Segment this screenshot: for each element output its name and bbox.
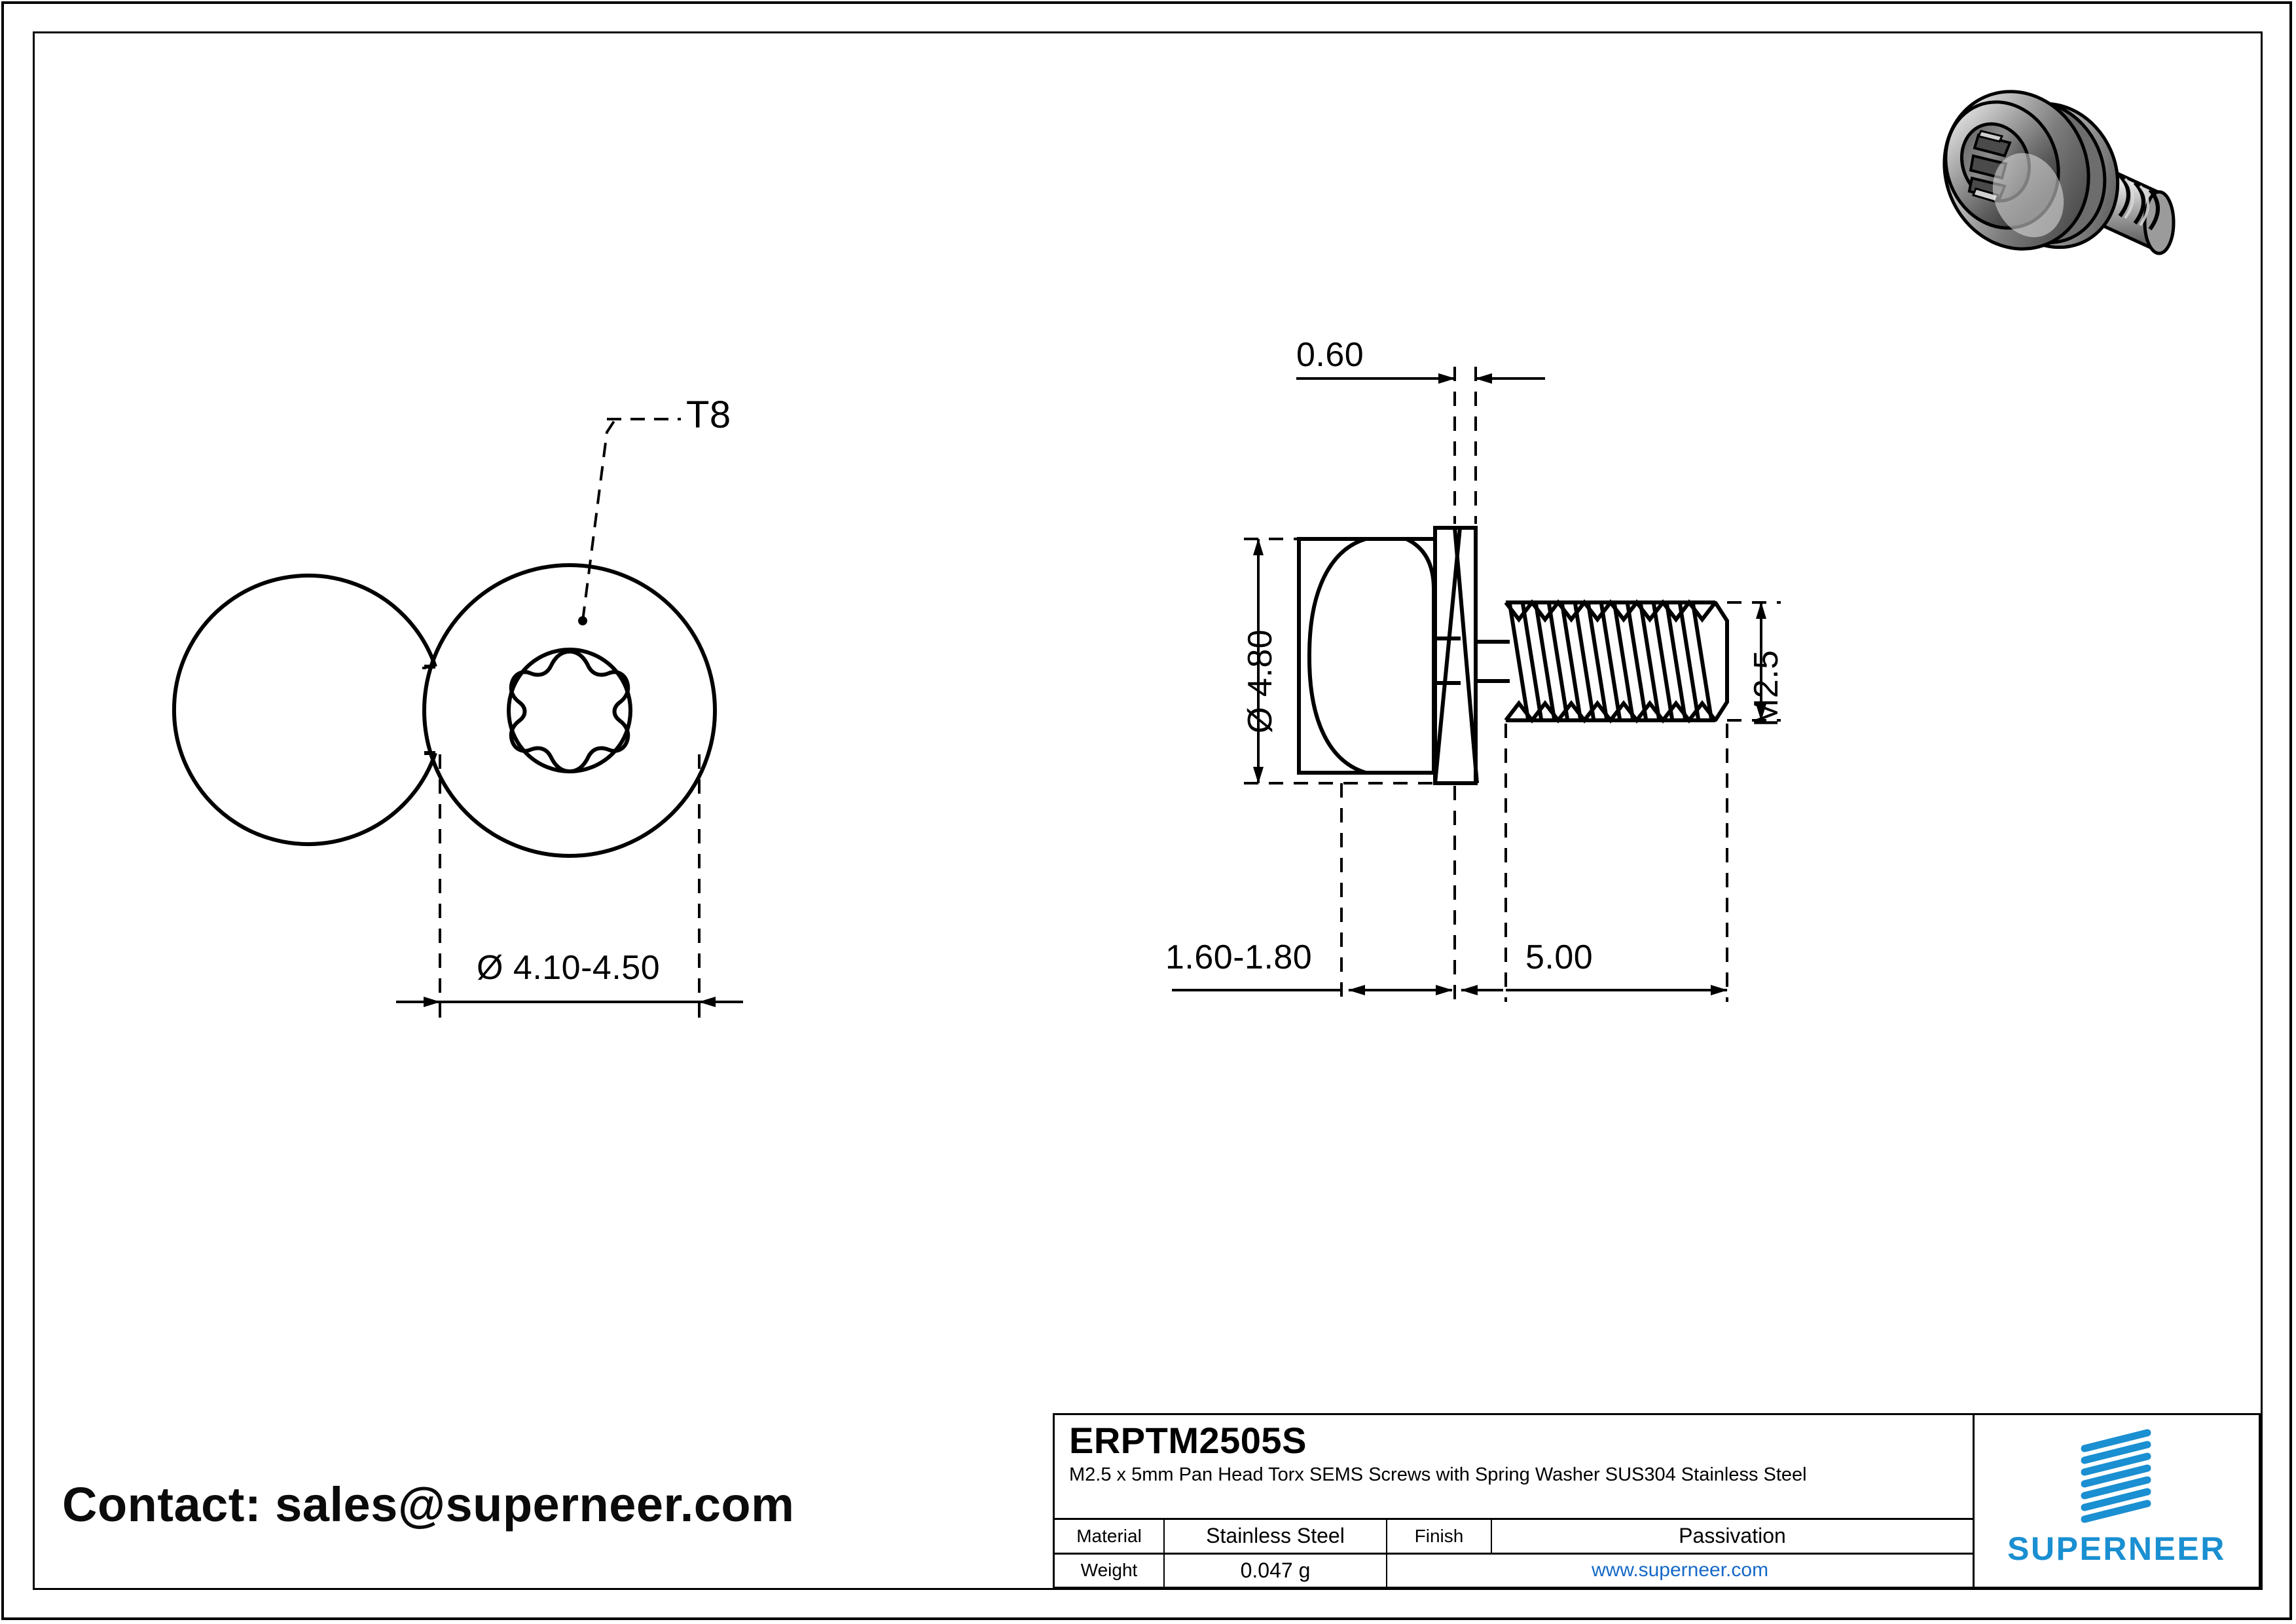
website-link[interactable]: www.superneer.com xyxy=(1591,1559,1769,1581)
table-row: Material Stainless Steel Finish Passivat… xyxy=(1055,1520,1973,1553)
washer-thickness-label: 0.60 xyxy=(1296,336,1364,374)
title-block-left: ERPTM2505S M2.5 x 5mm Pan Head Torx SEMS… xyxy=(1055,1415,1975,1587)
front-view-diameter-label: Ø 4.10-4.50 xyxy=(477,949,661,987)
material-label: Material xyxy=(1055,1520,1165,1553)
title-block-header: ERPTM2505S M2.5 x 5mm Pan Head Torx SEMS… xyxy=(1055,1415,1973,1520)
part-number: ERPTM2505S xyxy=(1069,1420,1307,1461)
torx-size-label: T8 xyxy=(686,394,731,436)
weight-value: 0.047 g xyxy=(1165,1554,1387,1587)
brand-name: SUPERNEER xyxy=(2007,1530,2226,1567)
thread-designation-label: M2.5 xyxy=(1747,650,1785,727)
table-row: Weight 0.047 g www.superneer.com xyxy=(1055,1552,1973,1587)
weight-label: Weight xyxy=(1055,1554,1165,1587)
head-diameter-label: Ø 4.80 xyxy=(1241,629,1279,733)
contact-email-text: Contact: sales@superneer.com xyxy=(62,1477,795,1532)
finish-value: Passivation xyxy=(1679,1524,1786,1548)
part-description: M2.5 x 5mm Pan Head Torx SEMS Screws wit… xyxy=(1069,1464,1807,1486)
material-value: Stainless Steel xyxy=(1165,1520,1387,1553)
thread-length-label: 5.00 xyxy=(1525,938,1594,976)
diagonal-stripes-logo-icon xyxy=(2081,1429,2151,1523)
title-block: ERPTM2505S M2.5 x 5mm Pan Head Torx SEMS… xyxy=(1053,1413,2261,1589)
sheet-inner-border xyxy=(33,31,2263,1590)
brand-block: SUPERNEER xyxy=(1975,1415,2259,1587)
head-height-label: 1.60-1.80 xyxy=(1165,938,1313,976)
finish-label: Finish xyxy=(1387,1520,1492,1553)
